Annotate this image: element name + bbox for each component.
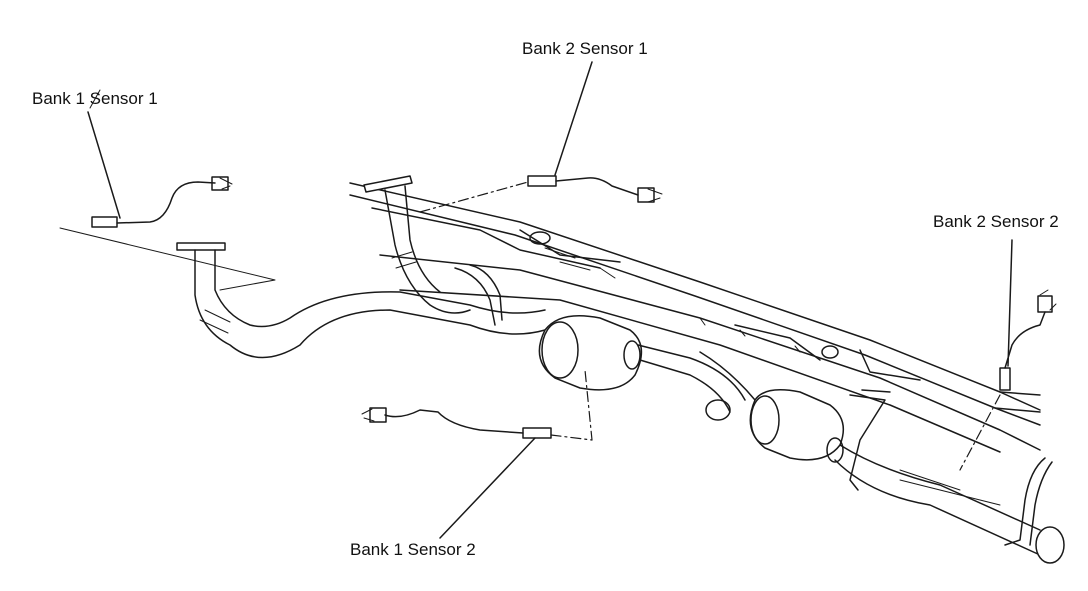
bank2-sensor1-sensor [419,61,663,213]
bank1-sensor1-sensor [87,89,233,228]
bank2-sensor1-label: Bank 2 Sensor 1 [522,39,648,58]
bank1-sensor2-label: Bank 1 Sensor 2 [350,540,476,559]
bank1-sensor2-sensor [361,369,593,539]
bank2-exhaust-pipe [363,175,503,326]
catalytic-converter-1 [538,315,746,421]
frame-rail [349,182,1041,453]
bank2-sensor2-sensor [959,239,1057,471]
bank1-exhaust-pipe [59,227,546,359]
bank2-sensor2-label: Bank 2 Sensor 2 [933,212,1059,231]
bank1-sensor1-label: Bank 1 Sensor 1 [32,89,158,108]
tail-pipe [834,389,1065,564]
catalytic-converter-2 [699,351,845,463]
